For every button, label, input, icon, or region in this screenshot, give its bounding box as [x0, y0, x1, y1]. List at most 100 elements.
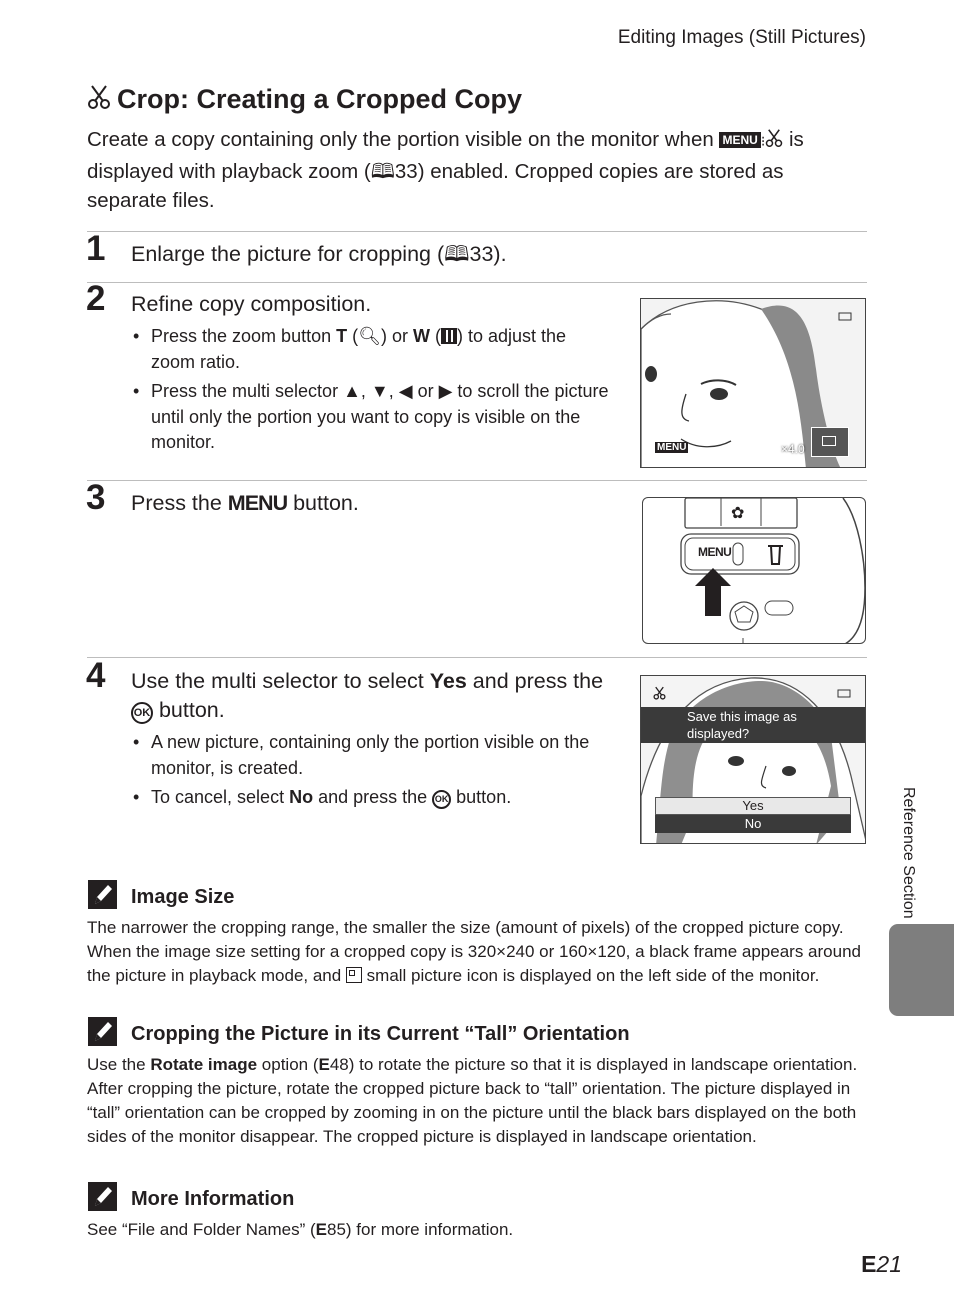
step-ref: 33: [469, 242, 494, 266]
menu-key-label: MENU: [227, 491, 288, 515]
separator-icon: ⁝: [760, 133, 766, 149]
small-picture-icon: [345, 967, 362, 983]
section-label: Reference Section: [900, 787, 917, 919]
note-body: See “File and Folder Names” (E85) for mo…: [87, 1218, 867, 1242]
list-item: A new picture, containing only the porti…: [131, 730, 631, 781]
bullet-text: ) to adjust the zoom ratio.: [151, 326, 567, 372]
step-text-b: ).: [493, 242, 507, 266]
ok-icon: OK: [131, 702, 153, 724]
intro-text-2: is displayed with playback zoom (: [87, 128, 804, 183]
divider: [87, 282, 867, 283]
navigation-frame: [811, 427, 849, 457]
step-text-a: Press the: [131, 491, 228, 515]
right-arrow-icon: ▶: [438, 381, 453, 401]
bullet-text: A new picture, containing only the porti…: [151, 732, 590, 778]
note-pencil-icon: [88, 880, 117, 909]
bullet-text: Press the multi selector: [151, 381, 344, 401]
note-body: The narrower the cropping range, the sma…: [87, 916, 867, 988]
note-text: The narrower the cropping range, the sma…: [87, 918, 861, 985]
step-text: Use the multi selector to select Yes and…: [131, 667, 621, 725]
running-header: Editing Images (Still Pictures): [617, 27, 866, 48]
step-number: 4: [86, 656, 106, 695]
note-heading: Cropping the Picture in its Current “Tal…: [131, 1023, 630, 1045]
step-text-b: and press the: [466, 669, 604, 693]
zoom-playback-screen: MENU ×4.0: [640, 298, 866, 468]
step-text-a: Use the multi selector to select: [131, 669, 430, 693]
page-number: E21: [861, 1251, 902, 1278]
camera-back-illustration: ✿ MENU: [642, 497, 866, 644]
bullet-list: Press the zoom button T (🔍︎) or W () to …: [131, 324, 611, 460]
note-text: ) for more information.: [345, 1220, 514, 1239]
note-body: Use the Rotate image option (E48) to rot…: [87, 1053, 867, 1149]
divider: [87, 480, 867, 481]
tele-key: T: [336, 326, 348, 346]
yes-option[interactable]: Yes: [655, 797, 851, 815]
ok-icon: OK: [432, 790, 452, 809]
bullet-text: (: [347, 326, 359, 346]
zoom-in-icon: 🔍︎: [358, 326, 381, 346]
book-icon: 🕮: [444, 242, 470, 266]
page-number-value: 21: [876, 1251, 902, 1277]
zoom-ratio-label: ×4.0: [781, 442, 805, 456]
divider: [87, 231, 867, 232]
wide-key: W: [412, 326, 430, 346]
bullet-text: (: [429, 326, 441, 346]
step-text-c: button.: [153, 698, 225, 722]
scissors-icon: [653, 686, 666, 700]
bullet-text: and press the: [313, 787, 433, 807]
step-text-a: Enlarge the picture for cropping (: [131, 242, 445, 266]
bullet-text: or: [412, 381, 439, 401]
intro-text-3: ) enabled. Cropped copies are stored as …: [87, 159, 784, 213]
note-text: Use the: [87, 1055, 151, 1074]
note-text: See “File and Folder Names” (: [87, 1220, 316, 1239]
thumbnail-icon: [440, 328, 457, 344]
menu-icon: MENU: [719, 132, 761, 148]
bullet-text: Press the zoom button: [151, 326, 337, 346]
note-pencil-icon: [88, 1182, 117, 1211]
bullet-list: A new picture, containing only the porti…: [131, 730, 631, 815]
step-number: 3: [86, 478, 106, 517]
list-item: Press the zoom button T (🔍︎) or W () to …: [131, 324, 611, 375]
note-ref: 85: [326, 1220, 346, 1239]
confirm-dialog-screen: Save this image as displayed? Yes No: [640, 675, 866, 844]
bullet-text: to scroll the picture until only the por…: [151, 381, 609, 452]
bullet-text: To cancel, select: [151, 787, 290, 807]
svg-text:✿: ✿: [731, 505, 744, 522]
note-ref: 48: [329, 1055, 349, 1074]
section-tab: [889, 924, 954, 1016]
intro-text-1: Create a copy containing only the portio…: [87, 128, 720, 151]
book-icon: 🕮: [370, 159, 395, 183]
arrow-icons: ▲, ▼, ◀: [343, 381, 413, 401]
note-heading: More Information: [131, 1188, 295, 1210]
step-number: 1: [86, 229, 106, 268]
step-text: Refine copy composition.: [131, 292, 372, 316]
step-text: Press the MENU button.: [131, 489, 359, 518]
step-text: Enlarge the picture for cropping (🕮33).: [131, 240, 507, 269]
bullet-text: ) or: [380, 326, 413, 346]
note-text: option (: [257, 1055, 319, 1074]
divider: [87, 657, 867, 658]
step-number: 2: [86, 279, 106, 318]
intro-ref: 33: [394, 159, 418, 183]
page-prefix: E: [861, 1251, 877, 1277]
e-ref-icon: E: [318, 1055, 330, 1074]
note-heading: Image Size: [131, 886, 235, 908]
page-title: Crop: Creating a Cropped Copy: [87, 84, 522, 115]
page-title-text: Crop: Creating a Cropped Copy: [117, 84, 523, 114]
bullet-bold: No: [289, 787, 314, 807]
no-option[interactable]: No: [655, 815, 851, 833]
scissors-icon: [766, 129, 783, 147]
intro-paragraph: Create a copy containing only the portio…: [87, 125, 867, 216]
list-item: To cancel, select No and press the OK bu…: [131, 785, 631, 811]
note-text: ) to rotate the picture so that it is di…: [87, 1055, 858, 1146]
note-bold: Rotate image: [150, 1055, 258, 1074]
scissors-icon: [88, 85, 110, 109]
step-text-b: button.: [287, 491, 359, 515]
bullet-text: button.: [451, 787, 512, 807]
step-bold: Yes: [429, 669, 467, 693]
note-pencil-icon: [88, 1017, 117, 1046]
list-item: Press the multi selector ▲, ▼, ◀ or ▶ to…: [131, 379, 611, 456]
menu-icon: MENU: [655, 442, 689, 453]
menu-button: MENU: [698, 545, 732, 559]
confirm-prompt: Save this image as displayed?: [641, 707, 865, 743]
